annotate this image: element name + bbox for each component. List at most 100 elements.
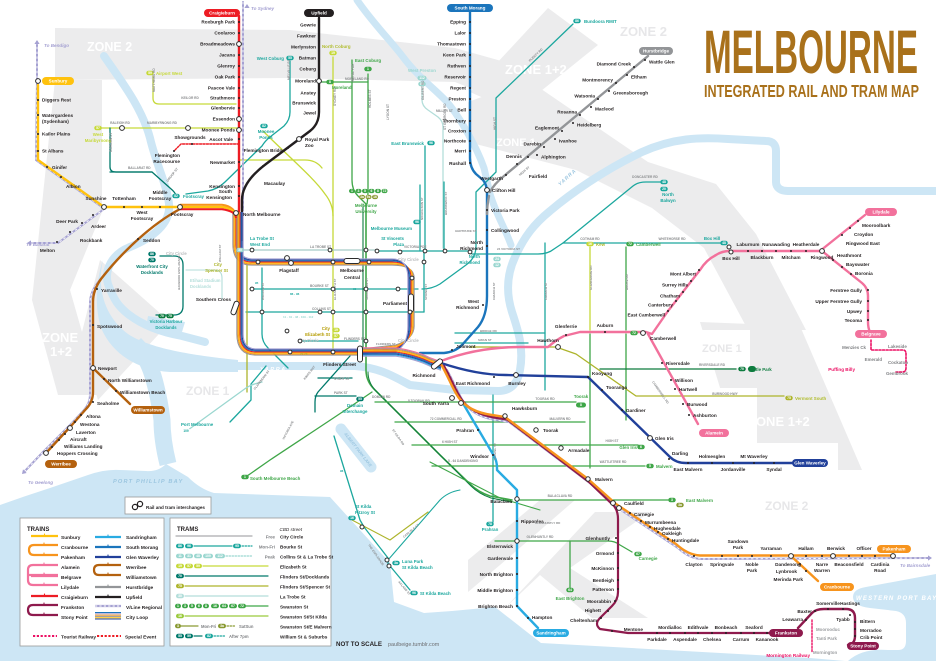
svg-text:Tyabb: Tyabb [836, 617, 850, 622]
svg-text:Merinda Park: Merinda Park [774, 577, 804, 582]
svg-text:Tooranga: Tooranga [606, 385, 627, 390]
svg-text:Toorak: Toorak [574, 394, 589, 399]
svg-text:St Kilda Beach: St Kilda Beach [420, 591, 451, 596]
svg-text:Elizabeth St: Elizabeth St [305, 332, 330, 337]
svg-text:Warren: Warren [814, 568, 830, 573]
svg-text:3: 3 [671, 498, 673, 502]
svg-text:Merlynston: Merlynston [291, 45, 316, 50]
svg-text:Aircraft: Aircraft [70, 437, 87, 442]
svg-text:Luna Park: Luna Park [402, 559, 424, 564]
svg-text:University: University [355, 209, 377, 214]
svg-text:55: 55 [178, 634, 182, 638]
svg-text:SatSun: SatSun [239, 624, 254, 629]
svg-text:19: 19 [334, 328, 338, 332]
svg-text:Bentleigh: Bentleigh [593, 578, 614, 583]
svg-text:Sandown: Sandown [728, 539, 749, 544]
svg-text:TRAINS: TRAINS [27, 527, 49, 533]
svg-text:VICTORIA PDE: VICTORIA PDE [404, 245, 427, 249]
svg-text:Blackburn: Blackburn [751, 255, 774, 260]
svg-text:Somerville: Somerville [816, 601, 840, 606]
svg-text:30: 30 [178, 594, 182, 598]
svg-text:Rushall: Rushall [449, 161, 466, 166]
svg-text:Swanston St: Swanston St [280, 605, 309, 610]
svg-text:Hawthorn: Hawthorn [537, 338, 559, 343]
svg-text:Aspendale: Aspendale [673, 637, 697, 642]
svg-text:Mentone: Mentone [624, 627, 644, 632]
svg-text:After 7pm: After 7pm [229, 634, 249, 639]
svg-text:20: 20 [662, 187, 666, 191]
svg-text:Willison: Willison [675, 378, 693, 383]
svg-text:Park: Park [747, 568, 758, 573]
svg-text:19: 19 [331, 51, 335, 55]
svg-text:Morradoo: Morradoo [860, 628, 882, 633]
svg-text:Glenhuntly: Glenhuntly [586, 536, 611, 541]
svg-text:RALEIGH RD: RALEIGH RD [110, 121, 131, 125]
svg-text:Footscray: Footscray [171, 212, 194, 217]
svg-text:Laburnum: Laburnum [737, 242, 760, 247]
svg-text:Highett: Highett [585, 608, 602, 613]
svg-text:Pakenham: Pakenham [61, 555, 85, 561]
svg-text:Richmond: Richmond [413, 373, 436, 378]
svg-text:59: 59 [187, 634, 191, 638]
svg-text:William St & Suburbs: William St & Suburbs [280, 635, 328, 640]
svg-text:CHURCH ST: CHURCH ST [544, 282, 548, 300]
svg-text:Cardinia: Cardinia [871, 562, 890, 567]
svg-text:Glenroy: Glenroy [217, 64, 235, 69]
svg-text:Burwood: Burwood [687, 402, 707, 407]
svg-text:Hughesdale: Hughesdale [654, 526, 681, 531]
svg-text:Ivanhoe: Ivanhoe [559, 139, 577, 144]
svg-text:Victoria Park: Victoria Park [491, 208, 520, 213]
svg-text:11 - 31 - 48 - 109 - 112: 11 - 31 - 48 - 109 - 112 [283, 315, 314, 319]
svg-text:SWAN ST: SWAN ST [478, 338, 492, 342]
svg-text:West: West [468, 299, 480, 304]
svg-text:78: 78 [488, 522, 492, 526]
svg-text:West Preston: West Preston [408, 68, 436, 73]
svg-text:To Sydney: To Sydney [251, 6, 275, 11]
svg-text:MELVILLE RD: MELVILLE RD [287, 58, 291, 80]
svg-text:Glen Waverley: Glen Waverley [794, 461, 826, 466]
svg-text:La Trobe St: La Trobe St [280, 595, 306, 600]
svg-text:Yarraman: Yarraman [760, 546, 782, 551]
svg-text:Kensington: Kensington [209, 184, 235, 189]
svg-text:NICHOLSON ST: NICHOLSON ST [420, 197, 424, 220]
svg-text:Berwick: Berwick [827, 546, 845, 551]
svg-text:70 75: 70 75 [300, 352, 308, 356]
svg-text:3a: 3a [360, 195, 364, 199]
svg-text:6: 6 [640, 445, 642, 449]
svg-text:KEILOR RD: KEILOR RD [181, 96, 199, 100]
svg-text:ZONE 2: ZONE 2 [765, 499, 809, 513]
svg-text:Footscray: Footscray [131, 216, 154, 221]
svg-text:BURKE RD: BURKE RD [625, 273, 629, 290]
svg-text:Greensborough: Greensborough [613, 91, 648, 96]
svg-text:Sandringham: Sandringham [536, 631, 565, 636]
svg-text:City Circle: City Circle [166, 251, 187, 256]
svg-text:Sunbury: Sunbury [61, 535, 81, 541]
svg-text:Lynbrook: Lynbrook [776, 569, 798, 574]
svg-text:86: 86 [178, 544, 182, 548]
svg-text:86: 86 [420, 82, 424, 86]
svg-text:Kananook: Kananook [756, 637, 779, 642]
svg-text:Box Hill: Box Hill [704, 236, 720, 241]
svg-text:(Sydenham): (Sydenham) [42, 119, 69, 124]
svg-text:St Kilda: St Kilda [355, 504, 372, 509]
svg-text:HARBOUR ESPLANADE: HARBOUR ESPLANADE [177, 255, 181, 290]
svg-text:ZONE 1+2: ZONE 1+2 [505, 62, 567, 77]
svg-text:Swanston St/St Kilda: Swanston St/St Kilda [280, 615, 327, 620]
svg-text:48: 48 [662, 180, 666, 184]
svg-text:Ferntree Gully: Ferntree Gully [830, 288, 862, 293]
svg-text:Laverton: Laverton [76, 430, 96, 435]
svg-text:ROYAL PDE: ROYAL PDE [351, 64, 355, 82]
svg-text:96: 96 [415, 220, 419, 224]
svg-text:To Bairnsdale: To Bairnsdale [900, 563, 931, 568]
svg-text:MORELAND RD: MORELAND RD [345, 77, 370, 81]
svg-text:La Trobe St: La Trobe St [250, 236, 274, 241]
svg-text:STURT ST: STURT ST [334, 377, 350, 381]
svg-text:Werribee: Werribee [126, 565, 147, 571]
svg-text:Flagstaff: Flagstaff [279, 268, 299, 273]
svg-text:ZONE: ZONE [42, 330, 78, 345]
svg-text:59: 59 [148, 71, 152, 75]
svg-text:Etihad Stadium: Etihad Stadium [190, 278, 221, 283]
svg-text:1: 1 [244, 475, 246, 479]
svg-text:57: 57 [96, 126, 100, 130]
svg-text:Altona: Altona [86, 414, 101, 419]
